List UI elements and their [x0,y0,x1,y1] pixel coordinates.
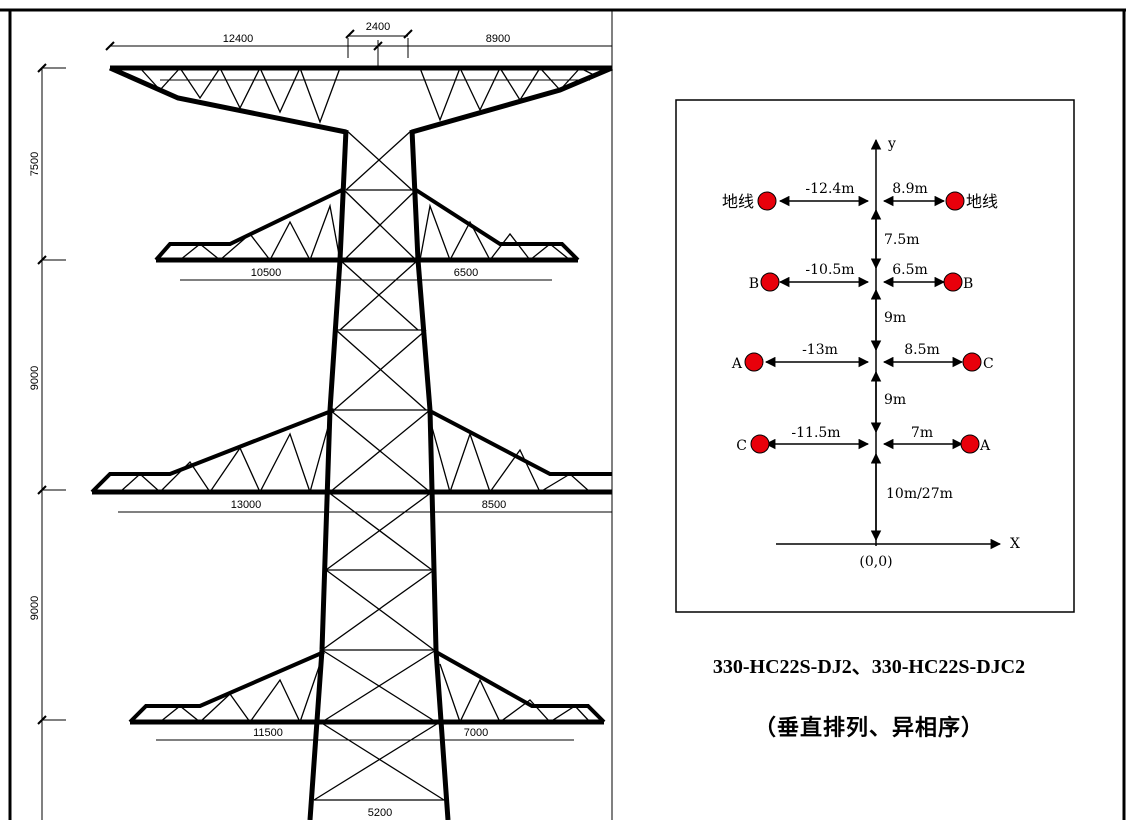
tower-dim-top-right: 8900 [486,33,510,45]
tower-dim-vertical-3: 9000 [29,596,41,620]
arm-4 [128,650,606,725]
tower-dim-top-middle: 2400 [366,21,390,33]
x-axis-label: X [1010,536,1020,552]
row2-left-label: B [749,276,759,292]
conductor-row4-left [750,434,770,454]
row2-right-dist: 6.5m [892,262,928,278]
conductor-row4-right [960,434,980,454]
tower-dim-bottom: 5200 [368,807,392,819]
gap4-label: 10m/27m [886,486,953,502]
tower-dim-arm2-right: 6500 [454,267,478,279]
conductor-row1-right [945,191,965,211]
arm-2 [154,188,580,263]
tower-dim-arm2-left: 10500 [251,267,282,279]
conductor-row3-right [962,352,982,372]
row2-right-label: B [963,276,973,292]
origin-label: (0,0) [859,554,892,570]
top-dimension-line [105,29,612,68]
conductor-row2-left [760,272,780,292]
tower-dim-arm4-right: 7000 [464,727,488,739]
gap3-label: 9m [884,392,906,408]
row1-right-dist: 8.9m [892,181,928,197]
tower-dim-arm3-right: 8500 [482,499,506,511]
row4-left-dist: -11.5m [791,425,840,441]
schematic-axes [764,138,1002,550]
tower-dim-vertical-2: 9000 [29,366,41,390]
y-axis-label: y [887,136,896,152]
tower-dim-vertical-1: 7500 [29,152,41,176]
row1-left-dist: -12.4m [805,181,854,197]
vertical-dimension-line [37,63,66,820]
gap1-label: 7.5m [884,232,920,248]
figure-caption-title: 330-HC22S-DJ2、330-HC22S-DJC2 [712,656,1026,678]
tower-drawing: 12400 2400 8900 7500 9000 9000 [29,21,613,821]
conductor-row1-left [757,191,777,211]
row4-left-label: C [736,438,747,454]
row3-left-dist: -13m [802,342,838,358]
row4-right-dist: 7m [911,425,933,441]
tower-dim-top-left: 12400 [223,33,254,45]
row1-right-label: 地线 [966,192,998,211]
frame-borders [0,8,1126,820]
conductor-markers [744,191,982,454]
row1-left-label: 地线 [722,192,754,211]
conductor-row2-right [943,272,963,292]
arm-3 [90,408,612,495]
row3-right-label: C [983,356,994,372]
top-crossarm [108,65,613,135]
row3-right-dist: 8.5m [904,342,940,358]
row3-left-label: A [731,356,743,372]
figure-caption-subtitle: （垂直排列、异相序） [753,715,984,740]
tower-body-lattice [313,129,446,801]
gap2-label: 9m [884,310,906,326]
tower-dim-arm3-left: 13000 [231,499,262,511]
conductor-row3-left [744,352,764,372]
row2-left-dist: -10.5m [805,262,854,278]
row4-right-label: A [979,438,991,454]
tower-dim-arm4-left: 11500 [253,727,283,739]
